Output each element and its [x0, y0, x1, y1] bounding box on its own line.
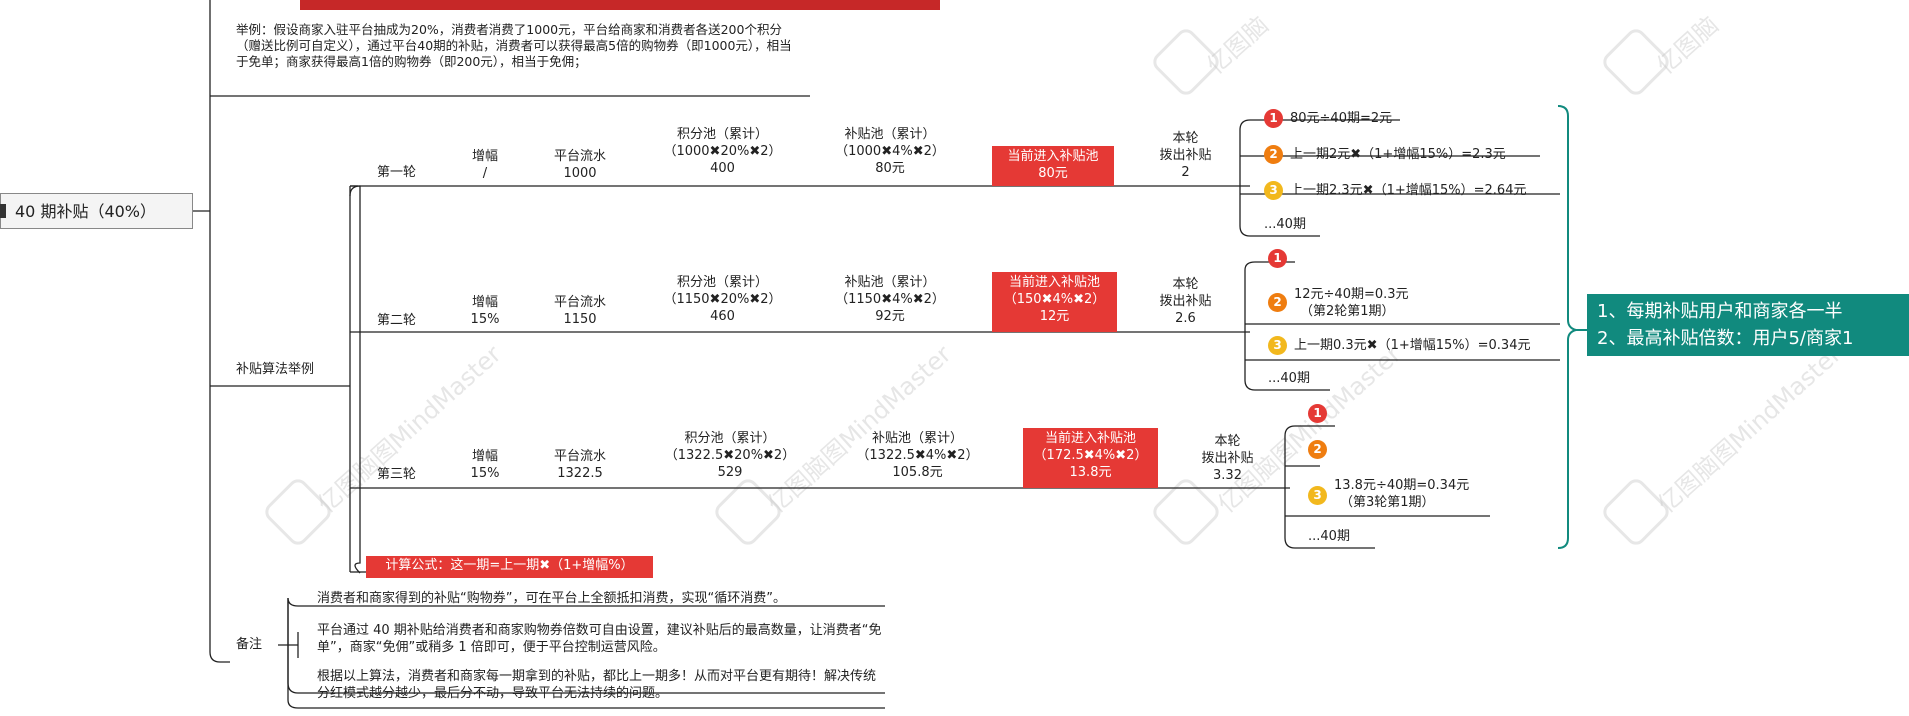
summary-line-2: 2、最高补贴倍数：用户5/商家1 [1597, 328, 1854, 349]
round-2-label[interactable]: 第二轮 [377, 313, 417, 328]
example-text: 举例：假设商家入驻平台抽成为20%，消费者消费了1000元，平台给商家和消费者各… [236, 22, 792, 69]
detail-text: 上一期0.3元✖（1+增幅15%）=0.34元 [1294, 338, 1531, 353]
points-pool-node: 积分池（累计）（1322.5✖20%✖2）529 [664, 431, 796, 480]
subsidy-pool-node: 补贴池（累计）（1000✖4%✖2）80元 [835, 127, 945, 176]
detail-text: 上一期2.3元✖（1+增幅15%）=2.64元 [1290, 183, 1527, 198]
detail-text: 80元÷40期=2元 [1290, 111, 1393, 126]
points-pool-node: 积分池（累计）（1150✖20%✖2）460 [663, 275, 782, 324]
priority-3-icon: 3 [1268, 336, 1287, 355]
note-3: 根据以上算法，消费者和商家每一期拿到的补贴，都比上一期多！从而对平台更有期待！解… [317, 669, 877, 701]
detail-more: ...40期 [1264, 217, 1306, 232]
note-1: 消费者和商家得到的补贴“购物券”，可在平台上全额抵扣消费，实现“循环消费”。 [317, 591, 786, 606]
priority-3-icon: 3 [1264, 181, 1283, 200]
priority-1-icon: 1 [1308, 404, 1327, 423]
notes-label[interactable]: 备注 [236, 637, 263, 652]
note-2: 平台通过 40 期补贴给消费者和商家购物券倍数可自由设置，建议补贴后的最高数量，… [317, 623, 882, 655]
priority-1-icon: 1 [1268, 249, 1287, 268]
formula-node[interactable]: 计算公式：这一期=上一期✖（1+增幅%） [366, 556, 653, 578]
current-pool-node[interactable]: 当前进入补贴池（172.5✖4%✖2）13.8元 [1023, 428, 1158, 488]
priority-2-icon: 2 [1268, 293, 1287, 312]
detail-text: 上一期2元✖（1+增幅15%）=2.3元 [1290, 147, 1506, 162]
round-1-label[interactable]: 第一轮 [377, 165, 417, 180]
branch-label[interactable]: 补贴算法举例 [236, 362, 315, 377]
priority-2-icon: 2 [1264, 145, 1283, 164]
detail-more: ...40期 [1268, 371, 1310, 386]
growth-node: 增幅/ [471, 149, 498, 181]
detail-more: ...40期 [1308, 529, 1350, 544]
priority-1-icon: 1 [1264, 109, 1283, 128]
subsidy-pool-node: 补贴池（累计）（1150✖4%✖2）92元 [835, 275, 945, 324]
root-node[interactable]: 40 期补贴（40%） [0, 193, 193, 229]
summary-line-1: 1、每期补贴用户和商家各一半 [1597, 301, 1843, 322]
current-pool-node[interactable]: 当前进入补贴池（150✖4%✖2）12元 [992, 272, 1117, 332]
summary-node[interactable]: 1、每期补贴用户和商家各一半 2、最高补贴倍数：用户5/商家1 [1587, 294, 1909, 356]
header-bar [300, 0, 940, 10]
round-3-label[interactable]: 第三轮 [377, 467, 417, 482]
root-label: 40 期补贴（40%） [15, 202, 157, 221]
root-marker-icon [0, 204, 6, 218]
priority-3-icon: 3 [1308, 486, 1327, 505]
points-pool-node: 积分池（累计）（1000✖20%✖2）400 [663, 127, 782, 176]
detail-text: 12元÷40期=0.3元（第2轮第1期） [1294, 287, 1409, 319]
subsidy-pool-node: 补贴池（累计）（1322.5✖4%✖2）105.8元 [856, 431, 979, 480]
priority-2-icon: 2 [1308, 440, 1327, 459]
detail-text: 13.8元÷40期=0.34元（第3轮第1期） [1334, 478, 1470, 510]
